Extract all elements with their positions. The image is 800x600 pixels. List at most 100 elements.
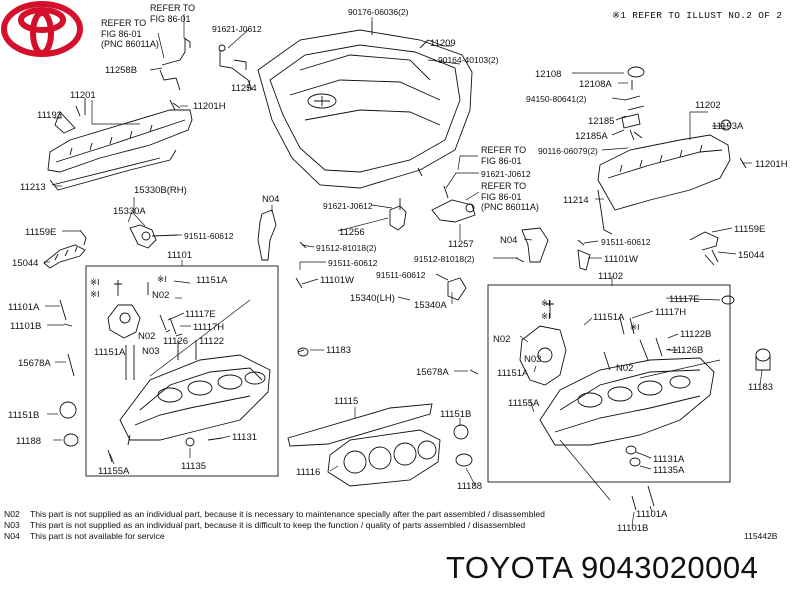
part-label-l91512b: 91512-81018(2) [414, 254, 475, 264]
part-label-lstar6: ※I [630, 322, 640, 332]
part-label-l11117HR: 11117H [655, 307, 687, 318]
part-label-l91511b: 91511-60612 [328, 258, 378, 268]
part-label-l11183R: 11183 [748, 382, 774, 393]
part-label-l11126R: 11126B [672, 345, 704, 356]
part-label-lN02d: N02 [616, 363, 634, 374]
part-label-l91621c: 91621-J0612 [481, 169, 531, 179]
part-label-l11102: 11102 [598, 271, 624, 282]
part-label-l11256: 11256 [339, 227, 365, 238]
part-label-lstar5: ※I [541, 311, 551, 321]
part-label-l11122L: 11122 [199, 336, 225, 347]
part-label-l11257: 11257 [448, 239, 474, 250]
part-label-l11135AR: 11135A [653, 465, 685, 476]
part-label-l11201HL: 11201H [193, 101, 226, 112]
part-label-l91511d: 91511-60612 [376, 270, 426, 280]
part-label-lstar2: ※I [90, 277, 100, 287]
part-label-l11117ER: 11117E [669, 294, 700, 305]
part-label-l15678AR: 15678A [416, 367, 449, 378]
part-label-l12108: 12108 [535, 69, 562, 80]
part-label-lstar1: ※I [157, 274, 167, 284]
engine-cover-drawing [257, 22, 473, 189]
part-label-lN04a: N04 [262, 194, 280, 205]
part-label-l11151BR: 11151B [440, 409, 472, 420]
part-label-l11101W: 11101W [320, 275, 354, 286]
part-label-l11101BR: 11101B [617, 523, 649, 534]
part-label-l11101AL: 11101A [8, 302, 40, 313]
part-label-l90176: 90176-06036(2) [348, 7, 409, 17]
part-label-l15044R: 15044 [738, 250, 765, 261]
part-label-l11135L: 11135 [181, 461, 207, 472]
part-label-l91511a: 91511-60612 [184, 231, 234, 241]
bracket-drawings [159, 37, 253, 111]
part-label-l11117HL: 11117H [193, 322, 225, 333]
part-label-lstar4: ※I [541, 298, 551, 308]
part-label-l11101AR: 11101A [636, 509, 668, 520]
part-label-l15678AL: 15678A [18, 358, 51, 369]
note-n02: N02 This part is not supplied as an indiv… [4, 509, 545, 520]
part-label-l11151AL: 11151A [196, 275, 228, 286]
note-code: N04 [4, 531, 20, 541]
part-label-l12108A: 12108A [579, 79, 612, 90]
illustration-id: 115442B [744, 531, 778, 541]
part-label-lN02a: N02 [152, 290, 170, 301]
part-label-ref3: REFER TO FIG 86-01 [481, 145, 527, 166]
left-valve-cover-drawing [47, 98, 193, 191]
part-label-l91621a: 91621-J0612 [212, 24, 262, 34]
note-n03: N03 This part is not supplied as an indiv… [4, 520, 545, 531]
part-label-l90164: 90164-40103(2) [438, 55, 499, 65]
part-label-l11116: 11116 [296, 467, 321, 478]
part-label-l11101BL: 11101B [10, 321, 42, 332]
part-label-ref4: REFER TO FIG 86-01 (PNC 86011A) [481, 181, 539, 212]
part-label-l11117EL: 11117E [185, 309, 216, 320]
part-label-lN03b: N03 [524, 354, 542, 365]
right-valve-cover-drawing [597, 66, 747, 235]
note-text: This part is not available for service [30, 531, 165, 541]
part-label-l15340LH: 15340(LH) [350, 293, 395, 304]
part-label-l15340A: 15340A [414, 300, 447, 311]
part-label-l11151BL: 11151B [8, 410, 40, 421]
left-cylinder-head-drawing [119, 354, 271, 446]
part-label-l11159ER: 11159E [734, 224, 766, 235]
part-label-l11201HR: 11201H [755, 159, 788, 170]
right-valve-parts-drawing [453, 295, 735, 511]
part-label-l91621b: 91621-J0612 [323, 201, 373, 211]
part-label-l15330B: 15330B(RH) [134, 185, 187, 196]
part-label-l11122R: 11122B [680, 329, 712, 340]
leader-lines [44, 14, 763, 527]
note-text: This part is not supplied as an individu… [30, 509, 545, 519]
part-label-l11151AR: 11151A [593, 312, 625, 323]
note-code: N03 [4, 520, 20, 530]
part-label-l11201L: 11201 [70, 90, 96, 101]
right-misc-drawings [297, 277, 771, 371]
part-label-l11213: 11213 [20, 182, 46, 193]
toyota-emblem-icon [1, 1, 83, 57]
part-label-l15044L: 15044 [12, 258, 39, 269]
part-label-l11188L: 11188 [16, 436, 42, 447]
part-label-l12185: 12185 [588, 116, 615, 127]
note-n04: N04 This part is not available for servic… [4, 531, 545, 542]
part-label-l11155AL: 11155A [98, 466, 130, 477]
part-label-l11131L: 11131 [232, 432, 258, 443]
note-text: This part is not supplied as an individu… [30, 520, 526, 530]
part-label-l11151AR2: 11151A [497, 368, 529, 379]
part-label-ref1: REFER TO FIG 86-01 [150, 3, 196, 24]
part-label-lN02c: N02 [493, 334, 511, 345]
part-label-l94150: 94150-80641(2) [526, 94, 587, 104]
illustration-reference-note: ※1 REFER TO ILLUST NO.2 OF 2 [612, 10, 783, 21]
left-head-box [85, 265, 279, 477]
part-label-l11202: 11202 [695, 100, 721, 111]
part-label-l11183L: 11183 [326, 345, 352, 356]
note-code: N02 [4, 509, 20, 519]
right-cylinder-head-drawing [539, 357, 715, 446]
part-label-lN04b: N04 [500, 235, 518, 246]
part-label-l11214: 11214 [563, 195, 589, 206]
part-label-l91511c: 91511-60612 [601, 237, 651, 247]
part-label-l11254: 11254 [231, 83, 257, 94]
part-label-l11193L: 11193 [37, 110, 63, 121]
left-pipe-drawings [43, 224, 179, 269]
part-label-l11188R: 11188 [457, 481, 483, 492]
part-label-l11258B: 11258B [105, 65, 138, 76]
part-label-l11101: 11101 [167, 250, 193, 261]
